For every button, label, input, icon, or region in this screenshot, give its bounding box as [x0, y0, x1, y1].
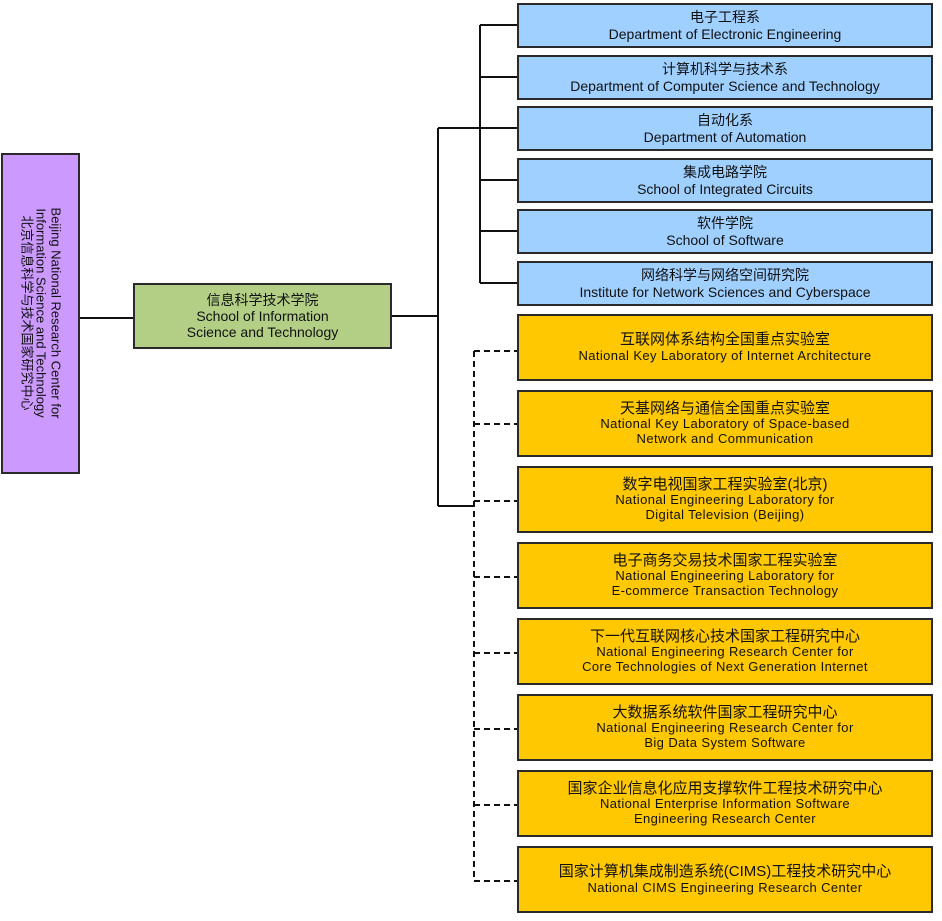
- lab-name-en-2: E-commerce Transaction Technology: [611, 583, 839, 599]
- department-box: 计算机科学与技术系 Department of Computer Science…: [517, 55, 933, 100]
- lab-name-en-1: National Engineering Laboratory for: [615, 568, 835, 584]
- root-line-3: 北京信息科学与技术国家研究中心: [19, 215, 35, 411]
- lab-name-zh: 国家计算机集成制造系统(CIMS)工程技术研究中心: [558, 863, 892, 881]
- lab-box: 下一代互联网核心技术国家工程研究中心 National Engineering …: [517, 618, 933, 685]
- department-name-zh: 网络科学与网络空间研究院: [641, 267, 809, 284]
- lab-name-en-1: National Engineering Research Center for: [596, 644, 854, 660]
- lab-name-en-1: National Key Laboratory of Space-based: [600, 416, 850, 432]
- department-box: 自动化系 Department of Automation: [517, 106, 933, 151]
- lab-name-en-1: National Enterprise Information Software: [599, 796, 851, 812]
- root-center-label: Beijing National Research Center for Inf…: [18, 208, 64, 419]
- department-name-zh: 集成电路学院: [683, 164, 767, 181]
- lab-box: 国家企业信息化应用支撑软件工程技术研究中心 National Enterpris…: [517, 770, 933, 837]
- lab-box: 大数据系统软件国家工程研究中心 National Engineering Res…: [517, 694, 933, 761]
- school-box: 信息科学技术学院 School of Information Science a…: [133, 283, 392, 349]
- lab-box: 数字电视国家工程实验室(北京) National Engineering Lab…: [517, 466, 933, 533]
- lab-box: 互联网体系结构全国重点实验室 National Key Laboratory o…: [517, 314, 933, 381]
- lab-box: 天基网络与通信全国重点实验室 National Key Laboratory o…: [517, 390, 933, 457]
- school-name-zh: 信息科学技术学院: [206, 291, 319, 308]
- department-name-zh: 自动化系: [697, 112, 753, 129]
- department-box: 集成电路学院 School of Integrated Circuits: [517, 158, 933, 203]
- lab-name-en: National CIMS Engineering Research Cente…: [587, 879, 863, 895]
- lab-name-zh: 数字电视国家工程实验室(北京): [622, 475, 828, 493]
- lab-name-en-2: Digital Television (Beijing): [645, 507, 805, 523]
- lab-name-en-2: Core Technologies of Next Generation Int…: [582, 659, 868, 675]
- lab-box: 电子商务交易技术国家工程实验室 National Engineering Lab…: [517, 542, 933, 609]
- department-name-zh: 计算机科学与技术系: [662, 61, 788, 78]
- department-name-zh: 软件学院: [697, 215, 753, 232]
- lab-name-zh: 互联网体系结构全国重点实验室: [619, 331, 830, 349]
- lab-name-zh: 国家企业信息化应用支撑软件工程技术研究中心: [567, 779, 883, 797]
- lab-box: 国家计算机集成制造系统(CIMS)工程技术研究中心 National CIMS …: [517, 846, 933, 913]
- department-box: 电子工程系 Department of Electronic Engineeri…: [517, 3, 933, 48]
- department-name-en: School of Software: [666, 231, 784, 248]
- lab-name-en-2: Engineering Research Center: [633, 811, 817, 827]
- lab-name-en-1: National Engineering Laboratory for: [615, 492, 835, 508]
- root-line-2: Information Science and Technology: [33, 208, 49, 419]
- lab-name-en: National Key Laboratory of Internet Arch…: [578, 347, 872, 363]
- lab-name-zh: 天基网络与通信全国重点实验室: [619, 399, 830, 417]
- department-name-en: Department of Automation: [643, 128, 807, 145]
- department-name-en: Institute for Network Sciences and Cyber…: [579, 283, 871, 300]
- school-name-en-2: Science and Technology: [186, 324, 339, 341]
- lab-name-zh: 电子商务交易技术国家工程实验室: [612, 551, 838, 569]
- lab-name-en-1: National Engineering Research Center for: [596, 720, 854, 736]
- lab-name-zh: 下一代互联网核心技术国家工程研究中心: [589, 627, 860, 645]
- lab-name-zh: 大数据系统软件国家工程研究中心: [612, 703, 838, 721]
- department-box: 网络科学与网络空间研究院 Institute for Network Scien…: [517, 261, 933, 306]
- lab-name-en-2: Network and Communication: [636, 431, 814, 447]
- department-name-zh: 电子工程系: [690, 9, 760, 26]
- root-line-1: Beijing National Research Center for: [48, 208, 64, 419]
- lab-name-en-2: Big Data System Software: [644, 735, 806, 751]
- root-center-box: Beijing National Research Center for Inf…: [1, 153, 80, 474]
- department-name-en: Department of Electronic Engineering: [608, 25, 842, 42]
- department-name-en: School of Integrated Circuits: [637, 180, 813, 197]
- department-name-en: Department of Computer Science and Techn…: [570, 77, 880, 94]
- department-box: 软件学院 School of Software: [517, 209, 933, 254]
- school-name-en-1: School of Information: [196, 307, 329, 324]
